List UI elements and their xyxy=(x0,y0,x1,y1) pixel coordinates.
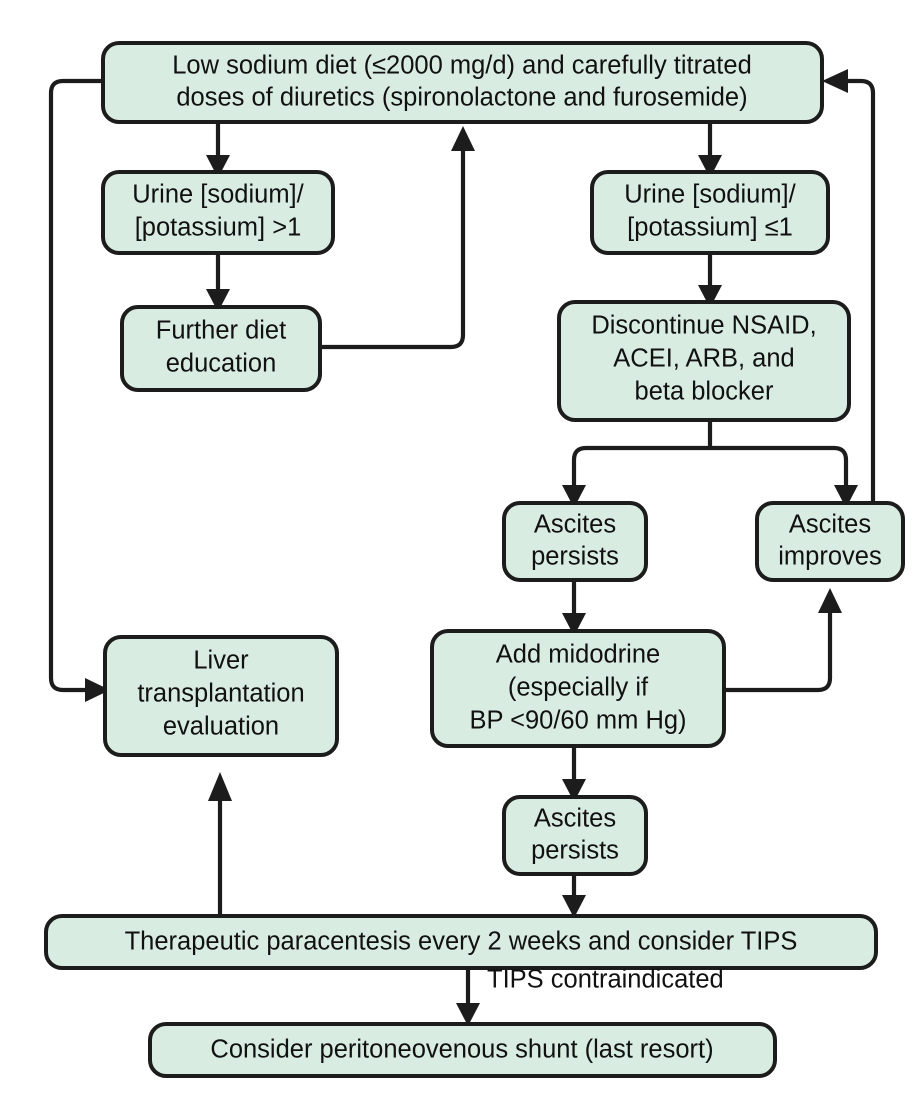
ascites-improves-line-1: Ascites xyxy=(789,511,871,539)
discontinue-line-1: Discontinue NSAID, xyxy=(591,312,816,340)
add-midodrine-line-2: (especially if xyxy=(508,674,649,702)
edge-midodrine-to-ascites-persists-2 xyxy=(562,746,586,802)
edge-ascites-persists-to-midodrine xyxy=(562,580,586,636)
urine-ratio-high-box xyxy=(101,170,335,255)
edge-diet-to-liver-transplantation xyxy=(48,78,110,702)
edge-discontinue-split xyxy=(562,420,858,508)
urine-ratio-high-line-1: Urine [sodium]/ xyxy=(132,181,304,209)
therapeutic-paracentesis-node[interactable]: Therapeutic paracentesis every 2 weeks a… xyxy=(44,914,878,970)
ascites-persists-2-line-2: persists xyxy=(531,837,619,865)
further-diet-education-line-2: education xyxy=(166,350,277,378)
liver-transplantation-box xyxy=(103,635,339,757)
urine-sodium-potassium-low-node[interactable]: Urine [sodium]/ [potassium] ≤1 xyxy=(590,170,830,255)
low-sodium-diet-node[interactable]: Low sodium diet (≤2000 mg/d) and careful… xyxy=(101,41,824,124)
therapeutic-paracentesis-box xyxy=(44,914,878,970)
further-diet-education-line-1: Further diet xyxy=(156,317,286,345)
add-midodrine-box xyxy=(430,629,726,748)
further-diet-education-box xyxy=(120,305,322,392)
peritoneovenous-shunt-node[interactable]: Consider peritoneovenous shunt (last res… xyxy=(148,1022,777,1078)
tips-contraindicated-label: TIPS contraindicated xyxy=(487,966,724,994)
urine-sodium-potassium-high-node[interactable]: Urine [sodium]/ [potassium] >1 xyxy=(101,170,335,255)
therapeutic-paracentesis-label: Therapeutic paracentesis every 2 weeks a… xyxy=(125,928,798,956)
discontinue-medications-box xyxy=(557,300,851,422)
liver-transplantation-evaluation-node[interactable]: Liver transplantation evaluation xyxy=(103,635,339,757)
liver-transplantation-line-1: Liver xyxy=(193,647,249,675)
edge-midodrine-to-ascites-improves xyxy=(724,588,842,693)
ascites-persists-node-1[interactable]: Ascites persists xyxy=(502,501,648,582)
ascites-persists-1-line-1: Ascites xyxy=(534,511,616,539)
add-midodrine-line-1: Add midodrine xyxy=(496,641,660,669)
discontinue-medications-node[interactable]: Discontinue NSAID, ACEI, ARB, and beta b… xyxy=(557,300,851,422)
low-sodium-diet-line-1: Low sodium diet (≤2000 mg/d) and careful… xyxy=(172,52,752,80)
edge-diet-education-to-diet-feedback xyxy=(320,126,475,350)
peritoneovenous-shunt-label: Consider peritoneovenous shunt (last res… xyxy=(210,1036,713,1064)
ascites-persists-box-2 xyxy=(502,795,648,876)
urine-ratio-low-line-1: Urine [sodium]/ xyxy=(624,181,796,209)
ascites-improves-line-2: improves xyxy=(778,543,881,571)
urine-ratio-low-line-2: [potassium] ≤1 xyxy=(627,214,793,242)
ascites-persists-2-line-1: Ascites xyxy=(534,805,616,833)
low-sodium-diet-line-2: doses of diuretics (spironolactone and f… xyxy=(176,84,747,112)
liver-transplantation-line-3: evaluation xyxy=(163,713,279,741)
edge-paracentesis-to-liver-transplantation xyxy=(208,772,232,916)
edge-diet-to-urine-low xyxy=(698,122,722,178)
low-sodium-diet-box xyxy=(101,41,824,124)
edge-ascites-improves-to-diet-feedback xyxy=(822,69,876,503)
ascites-persists-box-1 xyxy=(502,501,648,582)
ascites-persists-node-2[interactable]: Ascites persists xyxy=(502,795,648,876)
urine-ratio-low-box xyxy=(590,170,830,255)
ascites-improves-box xyxy=(755,501,905,582)
liver-transplantation-line-2: transplantation xyxy=(137,680,304,708)
discontinue-line-3: beta blocker xyxy=(635,378,774,406)
edge-ascites-persists-2-to-paracentesis xyxy=(562,874,586,918)
edge-urine-low-to-discontinue xyxy=(698,253,722,308)
further-diet-education-node[interactable]: Further diet education xyxy=(120,305,322,392)
add-midodrine-node[interactable]: Add midodrine (especially if BP <90/60 m… xyxy=(430,629,726,748)
discontinue-line-2: ACEI, ARB, and xyxy=(613,345,794,373)
peritoneovenous-shunt-box xyxy=(148,1022,777,1078)
edge-urine-high-to-diet-education xyxy=(206,253,230,312)
ascites-persists-1-line-2: persists xyxy=(531,543,619,571)
add-midodrine-line-3: BP <90/60 mm Hg) xyxy=(469,707,686,735)
urine-ratio-high-line-2: [potassium] >1 xyxy=(135,214,302,242)
edge-diet-to-urine-high xyxy=(206,122,230,178)
ascites-improves-node[interactable]: Ascites improves xyxy=(755,501,905,582)
